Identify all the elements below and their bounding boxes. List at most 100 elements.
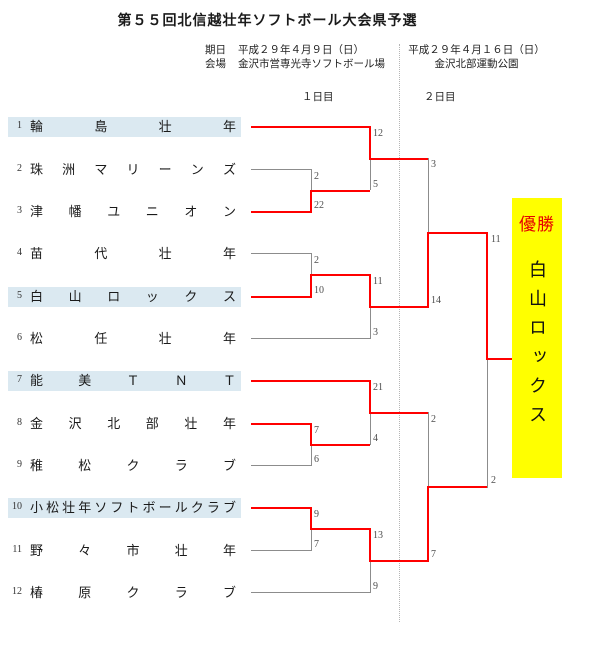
score-m6-top: 11 bbox=[373, 276, 383, 287]
line-m4-winner-v bbox=[310, 507, 312, 530]
day1-round-label: １日目 bbox=[302, 92, 334, 103]
team-number: 9 bbox=[17, 459, 22, 470]
line-m6-winner-v bbox=[369, 274, 371, 308]
line-m1-winner-v bbox=[310, 190, 312, 213]
score-m3-top: 7 bbox=[314, 425, 319, 436]
score-m1-bottom: 22 bbox=[314, 200, 324, 211]
line-m3-winner-v bbox=[310, 423, 312, 446]
line-team4 bbox=[251, 253, 311, 254]
line-team2 bbox=[251, 169, 311, 170]
line-team10 bbox=[251, 507, 311, 509]
line-final-winner-v bbox=[486, 232, 488, 360]
line-m1-winner bbox=[311, 190, 370, 192]
score-m5-bottom: 5 bbox=[373, 179, 378, 190]
team-row-4: 4 苗代壮年 bbox=[8, 244, 241, 264]
score-m8-top: 13 bbox=[373, 530, 383, 541]
line-team6 bbox=[251, 338, 370, 339]
line-team12 bbox=[251, 592, 370, 593]
line-m2-winner bbox=[311, 274, 370, 276]
team-name: 稚松クラブ bbox=[30, 458, 236, 473]
score-m2-bottom: 10 bbox=[314, 285, 324, 296]
team-row-2: 2 珠洲マリーンズ bbox=[8, 160, 241, 180]
line-team3 bbox=[251, 211, 311, 213]
team-row-3: 3 津幡ユニオン bbox=[8, 202, 241, 222]
score-m3-bottom: 6 bbox=[314, 454, 319, 465]
day1-date: 平成２９年４月９日（日） bbox=[238, 45, 364, 56]
score-m6-bottom: 3 bbox=[373, 327, 378, 338]
score-m1-top: 2 bbox=[314, 171, 319, 182]
line-m1-loser-v bbox=[311, 169, 312, 191]
day1-date-line: 期日 平成２９年４月９日（日） bbox=[205, 42, 364, 57]
team-name: 苗代壮年 bbox=[30, 246, 236, 261]
day1-venue-line: 会場 金沢市営専光寺ソフトボール場 bbox=[205, 56, 385, 71]
line-sf1-winner bbox=[428, 232, 487, 234]
line-team1 bbox=[251, 126, 370, 128]
line-m5-loser-v bbox=[370, 159, 371, 190]
team-number: 4 bbox=[17, 247, 22, 258]
team-number: 5 bbox=[17, 290, 22, 301]
line-sf1-loser-v bbox=[428, 158, 429, 233]
line-m6-winner bbox=[370, 306, 428, 308]
team-row-5: 5 白山ロックス bbox=[8, 287, 241, 307]
score-m2-top: 2 bbox=[314, 255, 319, 266]
team-number: 2 bbox=[17, 163, 22, 174]
score-m8-bottom: 9 bbox=[373, 581, 378, 592]
page-title: 第５５回北信越壮年ソフトボール大会県予選 bbox=[117, 14, 418, 29]
day1-venue: 金沢市営専光寺ソフトボール場 bbox=[238, 59, 385, 70]
line-team7 bbox=[251, 380, 370, 382]
day2-round-label: ２日目 bbox=[424, 92, 456, 103]
team-number: 12 bbox=[12, 586, 22, 597]
score-m4-bottom: 7 bbox=[314, 539, 319, 550]
team-number: 6 bbox=[17, 332, 22, 343]
team-row-12: 12 椿原クラブ bbox=[8, 583, 241, 603]
team-name: 白山ロックス bbox=[30, 289, 236, 304]
line-sf2-winner bbox=[428, 486, 487, 488]
line-m5-winner-v bbox=[369, 126, 371, 160]
team-number: 3 bbox=[17, 205, 22, 216]
line-m3-winner bbox=[311, 444, 370, 446]
team-row-9: 9 稚松クラブ bbox=[8, 456, 241, 476]
team-number: 7 bbox=[17, 374, 22, 385]
team-row-10: 10 小松壮年ソフトボールクラブ bbox=[8, 498, 241, 518]
score-sf1-bottom: 14 bbox=[431, 295, 441, 306]
team-name: 津幡ユニオン bbox=[30, 204, 236, 219]
line-team11 bbox=[251, 550, 311, 551]
team-number: 8 bbox=[17, 417, 22, 428]
line-m2-loser-v bbox=[311, 253, 312, 275]
line-m6-loser-v bbox=[370, 307, 371, 339]
date-label: 期日 bbox=[205, 45, 226, 56]
team-name: 松任壮年 bbox=[30, 331, 236, 346]
line-m8-winner bbox=[370, 560, 428, 562]
line-team9 bbox=[251, 465, 311, 466]
line-m8-winner-v bbox=[369, 528, 371, 562]
team-number: 1 bbox=[17, 120, 22, 131]
champion-box: 優勝 白山ロックス bbox=[512, 198, 562, 478]
line-sf1-winner-v bbox=[427, 232, 429, 308]
line-m3-loser-v bbox=[311, 445, 312, 466]
venue-label: 会場 bbox=[205, 59, 226, 70]
line-team5 bbox=[251, 296, 311, 298]
score-sf1-top: 3 bbox=[431, 159, 436, 170]
score-final-top: 11 bbox=[491, 234, 501, 245]
team-row-8: 8 金沢北部壮年 bbox=[8, 414, 241, 434]
champion-label: 優勝 bbox=[519, 215, 555, 234]
line-sf2-loser-v bbox=[428, 412, 429, 487]
line-m2-winner-v bbox=[310, 274, 312, 298]
score-m5-top: 12 bbox=[373, 128, 383, 139]
line-m7-winner bbox=[370, 412, 428, 414]
team-name: 小松壮年ソフトボールクラブ bbox=[30, 500, 236, 515]
team-number: 11 bbox=[12, 544, 22, 555]
score-m4-top: 9 bbox=[314, 509, 319, 520]
day2-date: 平成２９年４月１６日（日） bbox=[408, 45, 545, 56]
line-m4-winner bbox=[311, 528, 370, 530]
team-name: 珠洲マリーンズ bbox=[30, 162, 236, 177]
line-m4-loser-v bbox=[311, 529, 312, 551]
team-name: 野々市壮年 bbox=[30, 543, 236, 558]
team-name: 金沢北部壮年 bbox=[30, 416, 236, 431]
line-sf2-winner-v bbox=[427, 486, 429, 562]
line-m8-loser-v bbox=[370, 561, 371, 593]
score-m7-top: 21 bbox=[373, 382, 383, 393]
